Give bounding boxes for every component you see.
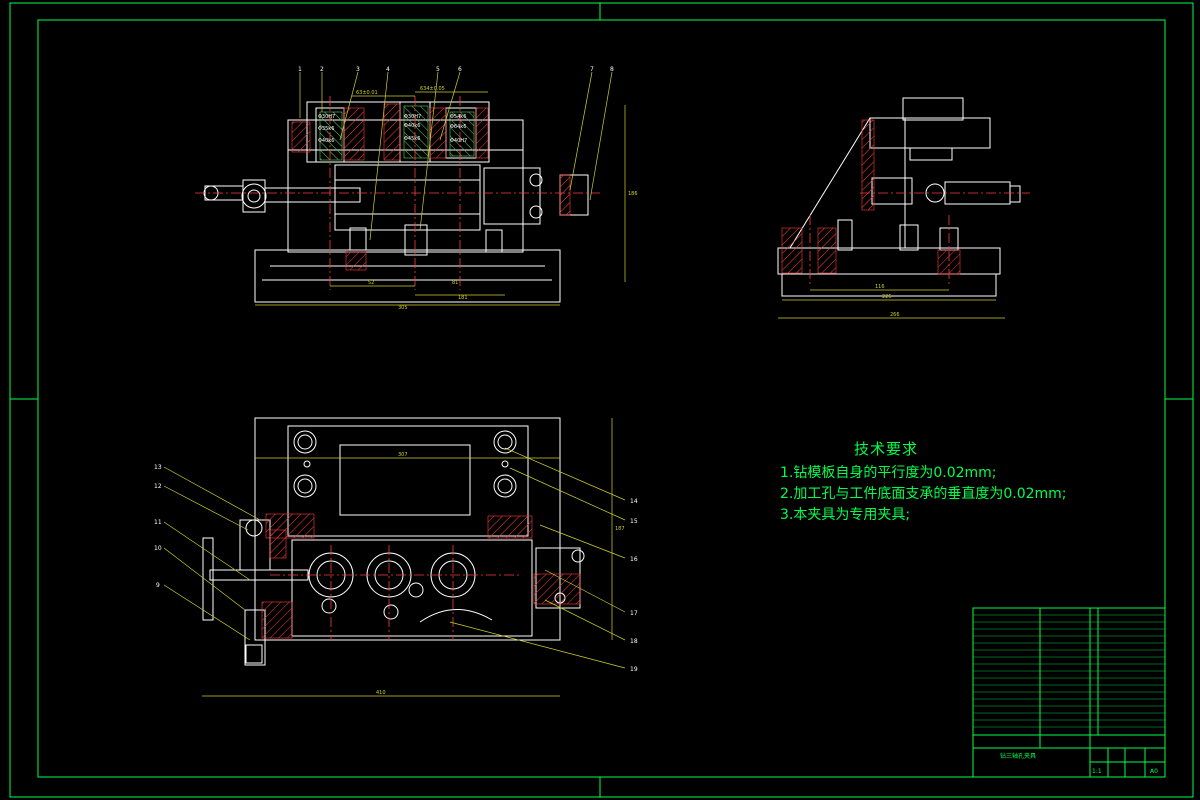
front-hole-label-8: Φ64k6 [450,124,466,130]
title-sheet-size: A0 [1150,768,1158,775]
top-part-num-15: 15 [630,518,638,525]
top-part-num-19: 19 [630,666,638,673]
technical-requirement-3: 3.本夹具为专用夹具; [780,507,911,523]
front-dim-top-2: 63±0.01 [356,90,378,96]
top-view: 13 12 11 10 9 14 15 16 17 18 19 307 410 … [154,417,638,697]
front-dim-52: 52 [368,280,374,286]
top-part-num-17: 17 [630,610,638,617]
front-hole-label-9: Φ40H7 [450,138,467,144]
front-part-num-3: 3 [356,66,360,73]
front-hole-label-1: Φ30H7 [318,114,335,120]
front-part-num-5: 5 [436,66,440,73]
title-scale: 1:1 [1092,768,1102,775]
top-part-num-14: 14 [630,498,638,505]
front-part-num-1: 1 [298,66,302,73]
title-block: 钻三轴孔夹具 1:1 A0 [972,607,1166,778]
title-drawing-name: 钻三轴孔夹具 [1000,752,1036,760]
front-dim-305: 305 [398,305,408,311]
technical-requirements-title: 技术要求 [854,440,919,458]
front-hole-label-6: Φ45k6 [404,136,420,142]
front-hole-label-4: Φ30H7 [404,114,421,120]
side-dim-116: 116 [875,284,885,290]
front-part-num-4: 4 [386,66,390,73]
top-part-num-18: 18 [630,638,638,645]
technical-requirement-2: 2.加工孔与工件底面支承的垂直度为0.02mm; [780,486,1067,502]
front-view: 1 2 3 4 5 6 7 8 Φ30H7 Φ35k6 Φ40k6 Φ30H7 … [195,66,638,311]
top-part-num-10: 10 [154,545,162,552]
front-part-num-6: 6 [458,66,462,73]
top-dim-187: 187 [615,526,625,532]
drawing-frame [9,2,1194,798]
front-dim-top: 634±0.05 [420,86,445,92]
front-dim-181: 181 [458,295,468,301]
front-dim-186: 186 [628,191,638,197]
top-dim-410: 410 [376,690,386,696]
side-dim-225: 225 [882,294,892,300]
top-part-num-12: 12 [154,483,162,490]
top-dim-307: 307 [398,452,408,458]
technical-requirement-1: 1.钻模板自身的平行度为0.02mm; [780,465,997,481]
front-hole-label-7: Φ54k6 [450,114,466,120]
front-dim-81: 81 [452,280,458,286]
front-part-num-7: 7 [590,66,594,73]
side-view: 116 225 266 [777,97,1030,319]
side-dim-266: 266 [890,312,900,318]
front-part-num-8: 8 [610,66,614,73]
top-part-num-9: 9 [156,582,160,589]
front-hole-label-3: Φ40k6 [318,138,334,144]
top-part-num-16: 16 [630,556,638,563]
front-part-num-2: 2 [320,66,324,73]
front-hole-label-5: Φ40k6 [404,123,420,129]
technical-requirements: 技术要求 1.钻模板自身的平行度为0.02mm; 2.加工孔与工件底面支承的垂直… [780,438,1067,526]
front-hole-label-2: Φ35k6 [318,126,334,132]
top-part-num-13: 13 [154,464,162,471]
top-part-num-11: 11 [154,519,162,526]
